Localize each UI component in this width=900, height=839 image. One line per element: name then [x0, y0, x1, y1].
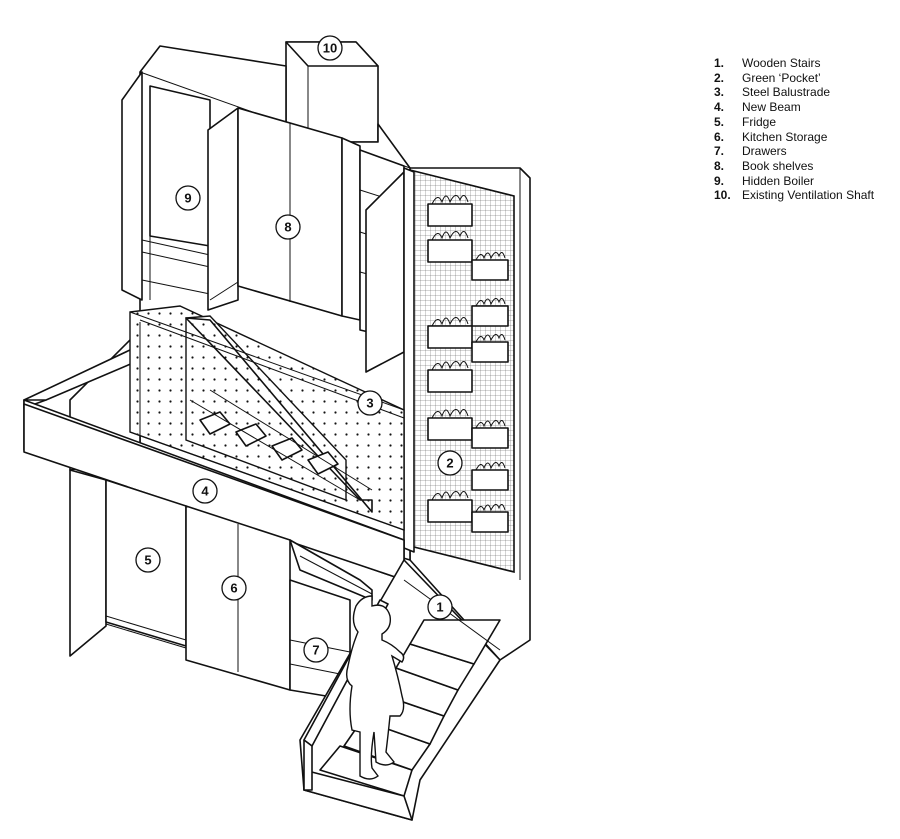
- legend-item: 9. Hidden Boiler: [714, 174, 874, 189]
- legend-item: 4. New Beam: [714, 100, 874, 115]
- legend-number: 3.: [714, 85, 725, 100]
- legend-number: 5.: [714, 114, 725, 129]
- svg-text:7: 7: [312, 643, 319, 658]
- legend-number: 2.: [714, 70, 725, 85]
- legend: 1. Wooden Stairs 2. Green ‘Pocket’ 3. Steel…: [714, 56, 874, 203]
- legend-label: Steel Balustrade: [742, 85, 831, 100]
- planter-boxes: [427, 195, 509, 533]
- svg-text:4: 4: [201, 484, 209, 499]
- legend-item: 3. Steel Balustrade: [714, 85, 874, 100]
- legend-item: 5. Fridge: [714, 115, 874, 130]
- book-shelves: [207, 107, 361, 321]
- legend-label: Drawers: [742, 144, 787, 159]
- callout-6: 6: [221, 575, 247, 601]
- legend-number: 7.: [714, 144, 725, 159]
- svg-text:8: 8: [284, 220, 291, 235]
- legend-number: 9.: [714, 173, 725, 188]
- svg-text:10: 10: [323, 41, 337, 56]
- legend-item: 2. Green ‘Pocket’: [714, 71, 874, 86]
- shelf-cabinet: [359, 149, 405, 373]
- callout-10: 10: [317, 35, 343, 61]
- legend-number: 10.: [714, 188, 731, 203]
- svg-text:2: 2: [446, 456, 453, 471]
- svg-text:5: 5: [144, 553, 151, 568]
- callout-4: 4: [192, 478, 218, 504]
- legend-label: Hidden Boiler: [742, 173, 815, 188]
- legend-item: 1. Wooden Stairs: [714, 56, 874, 71]
- legend-label: Fridge: [742, 114, 777, 129]
- callout-2: 2: [437, 450, 463, 476]
- legend-number: 4.: [714, 100, 725, 115]
- legend-item: 6. Kitchen Storage: [714, 130, 874, 145]
- callout-3: 3: [357, 390, 383, 416]
- svg-text:9: 9: [184, 191, 191, 206]
- legend-item: 10. Existing Ventilation Shaft: [714, 188, 874, 203]
- legend-label: Book shelves: [742, 158, 814, 173]
- legend-label: Existing Ventilation Shaft: [742, 188, 875, 203]
- steel-balustrade: [129, 305, 405, 531]
- legend-label: Green ‘Pocket’: [742, 70, 821, 85]
- legend-item: 8. Book shelves: [714, 159, 874, 174]
- callout-1: 1: [427, 594, 453, 620]
- svg-text:1: 1: [436, 600, 443, 615]
- lower-stair-flight: [289, 539, 373, 601]
- kitchen-left-wall: [69, 469, 107, 657]
- child-silhouette: [345, 595, 405, 780]
- legend-label: Kitchen Storage: [742, 129, 828, 144]
- callout-5: 5: [135, 547, 161, 573]
- legend-number: 8.: [714, 158, 725, 173]
- legend-label: Wooden Stairs: [742, 56, 821, 70]
- legend-item: 7. Drawers: [714, 144, 874, 159]
- legend-number: 6.: [714, 129, 725, 144]
- callout-7: 7: [303, 637, 329, 663]
- callout-8: 8: [275, 214, 301, 240]
- legend-number: 1.: [714, 56, 725, 70]
- legend-label: New Beam: [742, 100, 801, 115]
- callout-9: 9: [175, 185, 201, 211]
- svg-text:6: 6: [230, 581, 237, 596]
- svg-text:3: 3: [366, 396, 373, 411]
